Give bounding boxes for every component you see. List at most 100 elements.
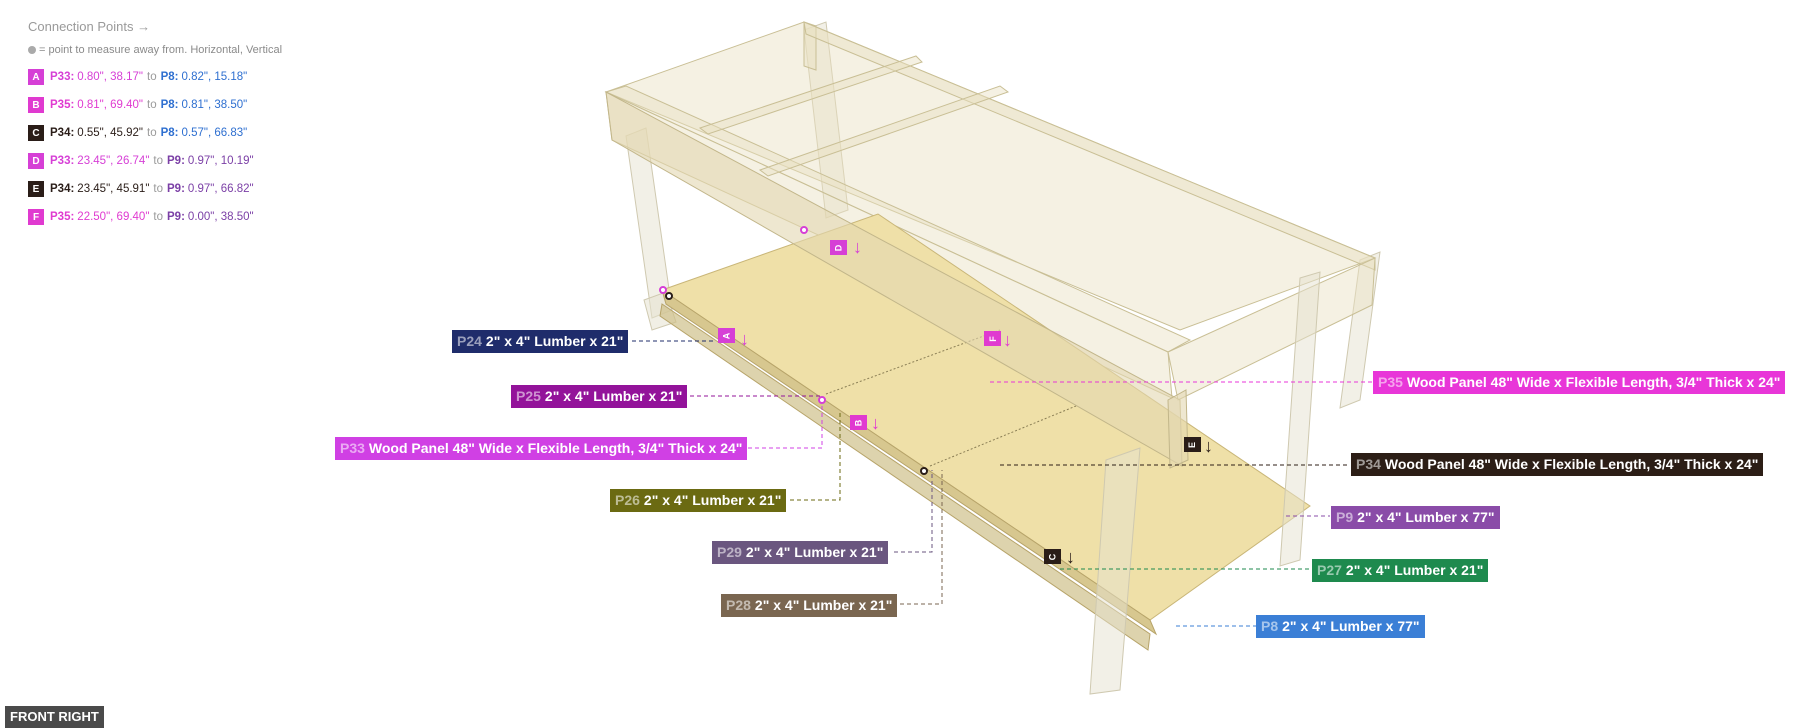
connection-badge: C (28, 125, 44, 141)
connection-separator: to (147, 99, 157, 111)
svg-text:↓: ↓ (871, 413, 880, 433)
part-id: P9 (1336, 509, 1354, 525)
svg-text:↓: ↓ (1003, 330, 1012, 350)
marker-f[interactable]: F (984, 331, 1001, 346)
connection-badge: D (28, 153, 44, 169)
marker-c[interactable]: C (1044, 549, 1061, 564)
part-id: P25 (516, 388, 541, 404)
part-description: 2" x 4" Lumber x 77" (1357, 509, 1495, 525)
connection-separator: to (153, 155, 164, 167)
marker-a[interactable]: A (718, 328, 735, 343)
to-part-id: P8: (160, 71, 179, 83)
part-description: 2" x 4" Lumber x 21" (544, 388, 683, 404)
measurement-points[interactable] (659, 226, 928, 475)
connection-badge: F (28, 209, 44, 225)
to-value: 0.82", 15.18" (181, 71, 248, 83)
marker-d[interactable]: D (830, 240, 847, 255)
from-part-id: P34: (50, 183, 75, 195)
svg-text:↓: ↓ (1066, 547, 1075, 567)
bottom-shelf[interactable] (659, 213, 1311, 651)
from-value: 0.81", 69.40" (77, 99, 144, 111)
connection-separator: to (153, 183, 164, 195)
to-value: 0.57", 66.83" (181, 127, 248, 139)
part-id: P34 (1356, 456, 1381, 472)
leader-lines (632, 340, 1372, 627)
view-orientation-badge[interactable]: FRONT RIGHT (5, 706, 104, 728)
part-description: 2" x 4" Lumber x 77" (1282, 618, 1420, 634)
to-part-id: P9: (167, 211, 185, 223)
connection-badge: E (28, 181, 44, 197)
from-value: 23.45", 26.74" (77, 155, 150, 167)
to-part-id: P9: (167, 155, 185, 167)
from-value: 0.80", 38.17" (77, 71, 144, 83)
part-id: P27 (1317, 562, 1342, 578)
to-value: 0.97", 10.19" (187, 155, 254, 167)
part-id: P35 (1378, 374, 1403, 390)
part-id: P26 (615, 492, 640, 508)
marker-b[interactable]: B (850, 415, 867, 430)
part-description: Wood Panel 48" Wide x Flexible Length, 3… (1384, 456, 1759, 472)
part-description: Wood Panel 48" Wide x Flexible Length, 3… (1406, 374, 1781, 390)
part-description: 2" x 4" Lumber x 21" (485, 333, 624, 349)
connection-badge: B (28, 97, 44, 113)
from-part-id: P33: (50, 155, 75, 167)
from-value: 0.55", 45.92" (77, 127, 144, 139)
connection-points-legend: Connection Points → = point to measure a… (28, 18, 282, 231)
legend-title: Connection Points → (28, 19, 151, 34)
point-dot-icon (28, 46, 36, 54)
connection-separator: to (147, 127, 157, 139)
part-description: 2" x 4" Lumber x 21" (643, 492, 782, 508)
part-id: P8 (1261, 618, 1279, 634)
connection-badge: A (28, 69, 44, 85)
from-part-id: P34: (50, 127, 75, 139)
svg-text:↓: ↓ (740, 329, 749, 349)
to-part-id: P8: (160, 99, 179, 111)
part-description: Wood Panel 48" Wide x Flexible Length, 3… (368, 440, 743, 456)
connection-separator: to (153, 211, 164, 223)
part-description: 2" x 4" Lumber x 21" (745, 544, 884, 560)
to-value: 0.81", 38.50" (181, 99, 248, 111)
part-id: P28 (726, 597, 751, 613)
part-description: 2" x 4" Lumber x 21" (754, 597, 893, 613)
from-value: 22.50", 69.40" (77, 211, 150, 223)
svg-text:↓: ↓ (1204, 436, 1213, 456)
legend-note-text: = point to measure away from. Horizontal… (39, 44, 283, 56)
part-id: P24 (457, 333, 482, 349)
front-right-legs (1089, 271, 1321, 695)
front-top-rail[interactable] (605, 91, 1189, 469)
from-part-id: P35: (50, 99, 75, 111)
direction-arrows: ↓ ↓ ↓ ↓ ↓ ↓ (740, 237, 1213, 567)
to-part-id: P8: (160, 127, 179, 139)
legend-note: = point to measure away from. Horizontal… (28, 43, 282, 57)
to-value: 0.97", 66.82" (187, 183, 254, 195)
to-value: 0.00", 38.50" (187, 211, 254, 223)
marker-e[interactable]: E (1184, 437, 1201, 452)
svg-text:↓: ↓ (853, 237, 862, 257)
from-value: 23.45", 45.91" (77, 183, 150, 195)
part-id: P33 (340, 440, 365, 456)
connection-separator: to (147, 71, 157, 83)
back-legs (625, 21, 1381, 409)
from-part-id: P35: (50, 211, 75, 223)
part-id: P29 (717, 544, 742, 560)
from-part-id: P33: (50, 71, 75, 83)
